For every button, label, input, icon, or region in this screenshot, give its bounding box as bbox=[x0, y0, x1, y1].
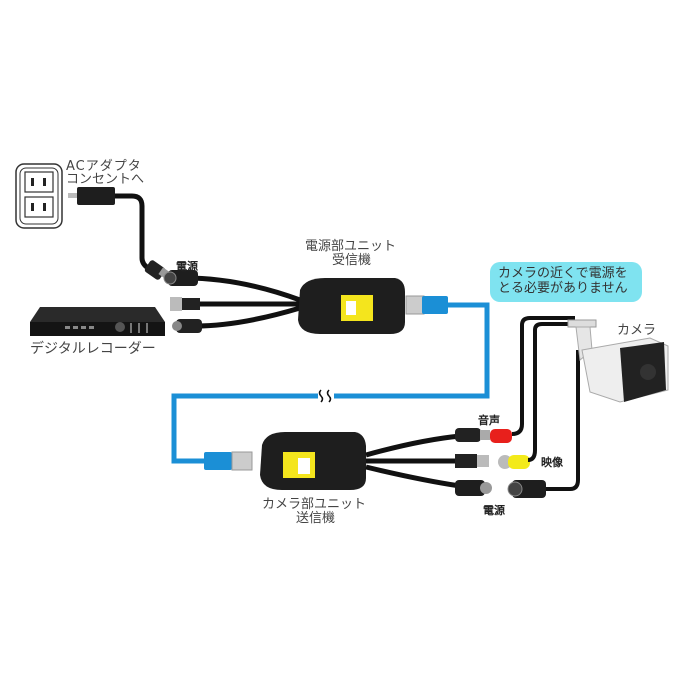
receiver-cables bbox=[163, 270, 301, 333]
callout-line1: カメラの近くで電源を bbox=[498, 266, 628, 281]
callout-line2: とる必要がありません bbox=[498, 281, 628, 296]
audio-label: 音声 bbox=[478, 414, 500, 427]
video-label: 映像 bbox=[541, 456, 563, 469]
camera-cables bbox=[511, 316, 580, 491]
camera-label: カメラ bbox=[617, 323, 657, 338]
ac-adapter-icon bbox=[68, 187, 170, 280]
transmitter-label-line2: 送信機 bbox=[296, 511, 336, 526]
receiver-unit bbox=[298, 278, 405, 334]
transmitter-cables bbox=[365, 428, 546, 498]
power-label-top: 電源 bbox=[176, 260, 198, 273]
receiver-label-line2: 受信機 bbox=[332, 253, 372, 268]
ac-adapter-label-line1: ACアダプタ bbox=[66, 159, 142, 174]
wall-outlet-icon bbox=[15, 163, 63, 229]
lan-cable bbox=[171, 295, 490, 471]
recorder-label: デジタルレコーダー bbox=[30, 341, 156, 357]
camera-icon bbox=[567, 319, 669, 403]
transmitter-label-line1: カメラ部ユニット bbox=[262, 497, 367, 512]
ac-adapter-label-line2: コンセントへ bbox=[66, 172, 145, 187]
power-label-bottom: 電源 bbox=[483, 504, 505, 517]
digital-recorder-icon bbox=[30, 307, 165, 336]
transmitter-unit bbox=[260, 432, 366, 490]
receiver-label-line1: 電源部ユニット bbox=[305, 239, 397, 254]
callout-note: カメラの近くで電源を とる必要がありません bbox=[490, 262, 642, 302]
